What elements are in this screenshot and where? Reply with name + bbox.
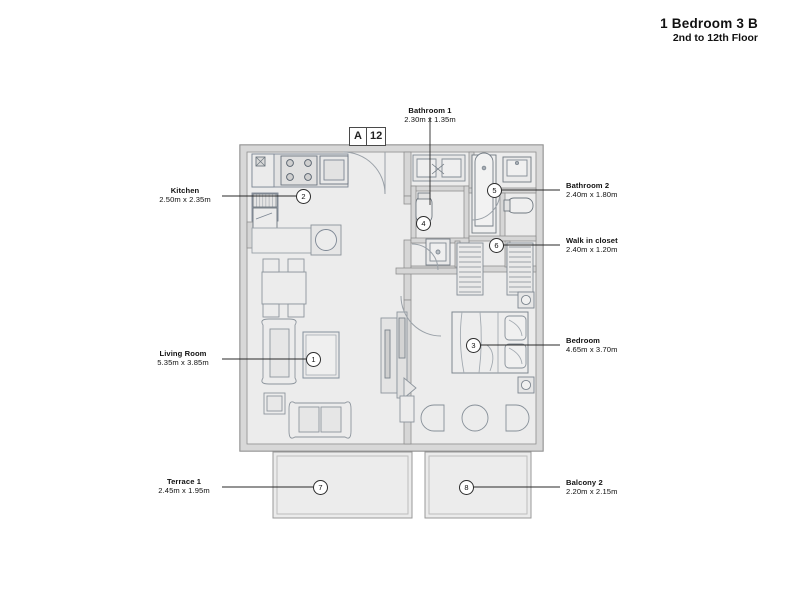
room-marker-living-room[interactable]: 1 <box>306 352 321 367</box>
bedroom-furniture <box>420 291 535 432</box>
label-kitchen-name: Kitchen <box>170 186 200 195</box>
label-bedroom: Bedroom 4.65m x 3.70m <box>566 336 618 355</box>
label-walk-in-closet-name: Walk in closet <box>566 236 618 245</box>
label-living-room-dimensions: 5.35m x 3.85m <box>157 358 209 368</box>
label-walk-in-closet-dimensions: 2.40m x 1.20m <box>566 245 618 255</box>
door-swings <box>342 151 442 337</box>
label-bathroom-2: Bathroom 2 2.40m x 1.80m <box>566 181 618 200</box>
room-marker-walk-in-closet[interactable]: 6 <box>489 238 504 253</box>
label-bathroom-2-name: Bathroom 2 <box>566 181 610 190</box>
unit-block-letter: A <box>349 127 367 146</box>
closet-shelving <box>456 242 534 296</box>
room-marker-kitchen[interactable]: 2 <box>296 189 311 204</box>
label-bathroom-2-dimensions: 2.40m x 1.80m <box>566 190 618 200</box>
label-bedroom-dimensions: 4.65m x 3.70m <box>566 345 618 355</box>
label-terrace-1-name: Terrace 1 <box>166 477 202 486</box>
plan-title: 1 Bedroom 3 B <box>660 16 758 31</box>
room-marker-bathroom-1[interactable]: 4 <box>416 216 431 231</box>
label-bathroom-1-dimensions: 2.30m x 1.35m <box>404 115 456 125</box>
label-living-room-name: Living Room <box>159 349 207 358</box>
room-marker-bedroom[interactable]: 3 <box>466 338 481 353</box>
label-kitchen-dimensions: 2.50m x 2.35m <box>159 195 211 205</box>
label-balcony-2: Balcony 2 2.20m x 2.15m <box>566 478 618 497</box>
living-room-furniture <box>261 318 352 439</box>
label-terrace-1-dimensions: 2.45m x 1.95m <box>158 486 210 496</box>
room-marker-terrace-1[interactable]: 7 <box>313 480 328 495</box>
unit-badge: A 12 <box>349 127 387 146</box>
room-marker-balcony-2[interactable]: 8 <box>459 480 474 495</box>
room-marker-bathroom-2[interactable]: 5 <box>487 183 502 198</box>
entry-and-tv-unit <box>380 311 417 423</box>
label-bathroom-1-name: Bathroom 1 <box>408 106 452 115</box>
label-balcony-2-dimensions: 2.20m x 2.15m <box>566 487 618 497</box>
label-balcony-2-name: Balcony 2 <box>566 478 603 487</box>
kitchen-fixtures <box>251 153 349 256</box>
dining-set <box>261 258 307 318</box>
label-bedroom-name: Bedroom <box>566 336 601 345</box>
page-title: 1 Bedroom 3 B 2nd to 12th Floor <box>660 16 758 45</box>
label-bathroom-1: Bathroom 1 2.30m x 1.35m <box>386 106 474 125</box>
terrace-balcony-slabs <box>272 451 532 519</box>
unit-number: 12 <box>366 127 387 146</box>
leader-lines <box>222 117 560 488</box>
label-terrace-1: Terrace 1 2.45m x 1.95m <box>146 477 222 496</box>
label-living-room: Living Room 5.35m x 3.85m <box>144 349 222 368</box>
plan-subtitle: 2nd to 12th Floor <box>672 32 758 44</box>
label-walk-in-closet: Walk in closet 2.40m x 1.20m <box>566 236 618 255</box>
label-kitchen: Kitchen 2.50m x 2.35m <box>148 186 222 205</box>
